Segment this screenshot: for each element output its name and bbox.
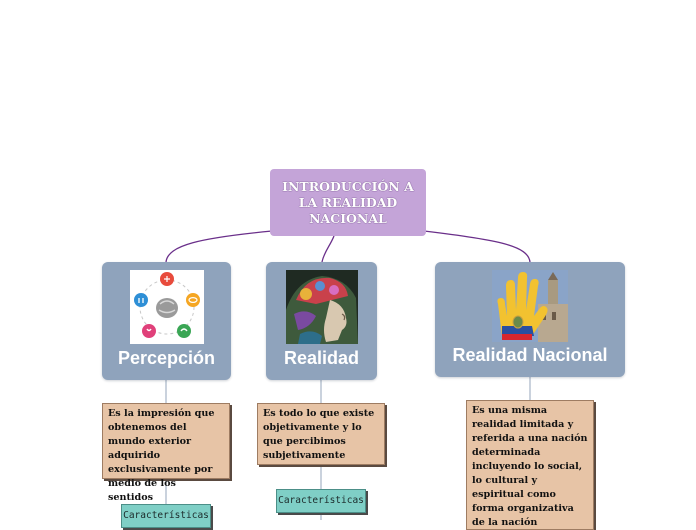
link-root-realidad xyxy=(321,235,335,263)
description-percepcion[interactable]: Es la impresión que obtenemos del mundo … xyxy=(102,403,230,503)
link-root-percepcion xyxy=(165,230,273,263)
topic-label: Percepción xyxy=(117,348,216,368)
feature-percepcion[interactable]: Características xyxy=(121,504,211,528)
surreal-head-icon xyxy=(285,270,358,344)
brain-senses-icon xyxy=(129,270,204,344)
ecuador-hand-icon xyxy=(492,270,568,342)
topic-percepcion[interactable]: Percepción xyxy=(102,262,231,380)
link-root-nacional xyxy=(423,230,531,263)
topic-realidad-nacional[interactable]: Realidad Nacional xyxy=(435,262,625,377)
description-realidad-nacional[interactable]: Es una misma realidad limitada y referid… xyxy=(466,400,594,530)
root-topic[interactable]: INTRODUCCIÓN A LA REALIDAD NACIONAL xyxy=(270,169,426,236)
feature-realidad[interactable]: Características xyxy=(276,489,366,513)
description-realidad[interactable]: Es todo lo que existe objetivamente y lo… xyxy=(257,403,385,465)
topic-label: Realidad xyxy=(283,348,360,368)
topic-realidad[interactable]: Realidad xyxy=(266,262,377,380)
root-title: INTRODUCCIÓN A LA REALIDAD NACIONAL xyxy=(282,178,414,226)
topic-label: Realidad Nacional xyxy=(452,345,608,365)
